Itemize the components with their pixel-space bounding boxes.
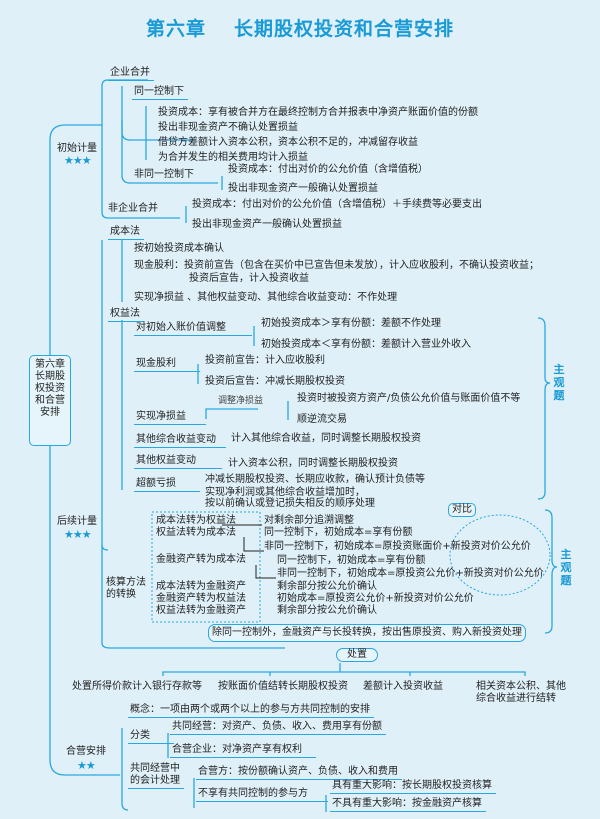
conv-right: 初始成本=原投资公允价+新投资对价公允价 xyxy=(277,593,474,604)
initial-measurement-label: 初始计量 xyxy=(57,143,97,154)
profit-item: 投资时被投资方资产/负债公允价值与账面价值不等 xyxy=(297,393,521,404)
diff-control-item: 投出非现金资产一般确认处置损益 xyxy=(228,183,378,194)
joint-arrangement-label: 合营安排 xyxy=(66,746,106,757)
profit-node: 实现净损益 xyxy=(134,411,206,425)
disposal-item: 处置所得价款计入银行存款等 xyxy=(72,681,202,692)
other-equity-item: 计入资本公积，同时调整长期股权投资 xyxy=(228,458,398,469)
dividend-item: 投资后宣告：冲减长期股权投资 xyxy=(205,376,345,387)
oci-node: 其他综合收益变动 xyxy=(134,434,226,448)
conv-left: 成本法转为权益法 xyxy=(156,515,236,526)
disposal-node: 处置 xyxy=(336,648,378,662)
subsequent-measurement-label: 后续计量 xyxy=(57,516,97,527)
conv-right: 非同一控制下，初始成本=原投资账面价+新投资对价公允价 xyxy=(264,541,531,552)
non-merger-item: 投出非现金资产一般确认处置损益 xyxy=(192,219,342,230)
non-merger-item: 投资成本：付出对价的公允价值（含增值税）＋手续费等必要支出 xyxy=(192,199,482,210)
same-control-item: 为合并发生的相关费用均计入损益 xyxy=(158,152,308,163)
conv-right: 对剩余部分追溯调整 xyxy=(264,515,354,526)
conv-left: 金融资产转为成本法 xyxy=(156,554,246,565)
conversion-note: 除同一控制外，金融资产与长投转换，按出售原投资、购入新投资处理 xyxy=(208,624,526,642)
non-joint-party-item: 不具有重大影响：按金融资产核算 xyxy=(330,798,486,812)
same-control-item: 借贷方差额计入资本公积，资本公积不足的，冲减留存收益 xyxy=(158,137,418,148)
conv-left: 成本法转为金融资产 xyxy=(156,581,246,592)
importance-stars: ★★★ xyxy=(64,154,92,167)
conv-right: 同一控制下，初始成本=享有份额 xyxy=(264,527,413,538)
classification-node: 分类 xyxy=(128,730,174,744)
disposal-item: 差额计入投资收益 xyxy=(363,681,443,692)
root-node: 第六章长期股权投资和合营安排 xyxy=(29,355,71,446)
merger-node: 企业合并 xyxy=(108,67,154,81)
disposal-item: 相关资本公积、其他综合收益进行结转 xyxy=(476,681,566,704)
excess-item: 实现净利润或其他综合收益增加时， xyxy=(205,487,365,498)
conv-right: 非同一控制下，初始成本=原投资公允价+新投资对价公允价 xyxy=(277,568,544,579)
diff-control-item: 投资成本：付出对价的公允价值（含增值税） xyxy=(228,164,428,175)
non-merger-node: 非企业合并 xyxy=(108,203,158,214)
initial-adjust-node: 对初始入账价值调整 xyxy=(134,322,252,336)
excess-item: 冲减长期股权投资、长期应收款，确认预计负债等 xyxy=(205,474,425,485)
conv-right: 剩余部分按公允价确认 xyxy=(277,605,377,616)
adjust-item: 初始投资成本＞享有份额：差额不作处理 xyxy=(261,318,441,329)
conv-left: 权益法转为成本法 xyxy=(156,527,236,538)
excess-item: 按以前确认或登记损失相反的顺序处理 xyxy=(205,498,375,509)
conv-right: 同一控制下，初始成本=享有份额 xyxy=(277,555,426,566)
profit-item: 顺逆流交易 xyxy=(297,414,347,425)
cost-method-item: 按初始投资成本确认 xyxy=(134,243,224,254)
same-control-node: 同一控制下 xyxy=(132,86,188,100)
same-control-item: 投出非现金资产不确认处置损益 xyxy=(158,122,298,133)
cost-method-item: 实现净损益 、其他权益变动、其他综合收益变动：不作处理 xyxy=(134,292,398,303)
class-item: 合营企业：对净资产享有权利 xyxy=(170,744,316,758)
excess-loss-node: 超额亏损 xyxy=(134,478,200,492)
importance-stars: ★★ xyxy=(77,759,96,772)
conv-right: 剩余部分按公允价确认 xyxy=(277,581,377,592)
other-equity-node: 其他权益变动 xyxy=(134,455,222,469)
same-control-item: 投资成本：享有被合并方在最终控制方合并报表中净资产账面价值的份额 xyxy=(158,107,478,118)
page-title: 第六章长期股权投资和合营安排 xyxy=(145,18,455,40)
equity-method-node: 权益法 xyxy=(108,308,144,322)
subjective-label: 主观题 xyxy=(560,548,572,587)
cost-method-item: 现金股利：投资前宣告（包含在买价中已宣告但未发放），计入应收股利，不确认投资收益… xyxy=(134,260,539,271)
non-joint-party-item: 具有重大影响：按长期股权投资核算 xyxy=(330,780,496,794)
subjective-label: 主观题 xyxy=(553,363,565,402)
cost-method-node: 成本法 xyxy=(108,226,144,240)
adjust-item: 初始投资成本＜享有份额：差额计入营业外收入 xyxy=(261,339,471,350)
dividend-item: 投资前宣告：计入应收股利 xyxy=(205,355,325,366)
conversion-node: 核算方法的转换 xyxy=(106,577,146,600)
dividend-node: 现金股利 xyxy=(134,358,200,372)
class-item: 共同经营：对资产、负债、收入、费用享有份额 xyxy=(170,721,386,735)
diff-control-node: 非同一控制下 xyxy=(134,169,194,180)
oci-item: 计入其他综合收益，同时调整长期股权投资 xyxy=(231,433,421,444)
disposal-item: 按账面价值结转长期股权投资 xyxy=(218,681,348,692)
conv-left: 权益法转为金融资产 xyxy=(156,605,246,616)
compare-tag: 对比 xyxy=(448,503,476,517)
accounting-node: 共同经营中的会计处理 xyxy=(128,763,184,789)
concept-node: 概念：一项由两个或两个以上的参与方共同控制的安排 xyxy=(128,704,374,718)
non-joint-party-node: 不享有共同控制的参与方 xyxy=(196,788,328,802)
cost-method-item: 投资后宣告，计入投资收益 xyxy=(189,273,309,284)
conv-left: 金融资产转为权益法 xyxy=(156,593,246,604)
importance-stars: ★★★ xyxy=(64,528,92,541)
adjust-profit-label: 调整净损益 xyxy=(218,396,264,406)
joint-operator-item: 合营方：按份额确认资产、负债、收入和费用 xyxy=(196,766,402,780)
